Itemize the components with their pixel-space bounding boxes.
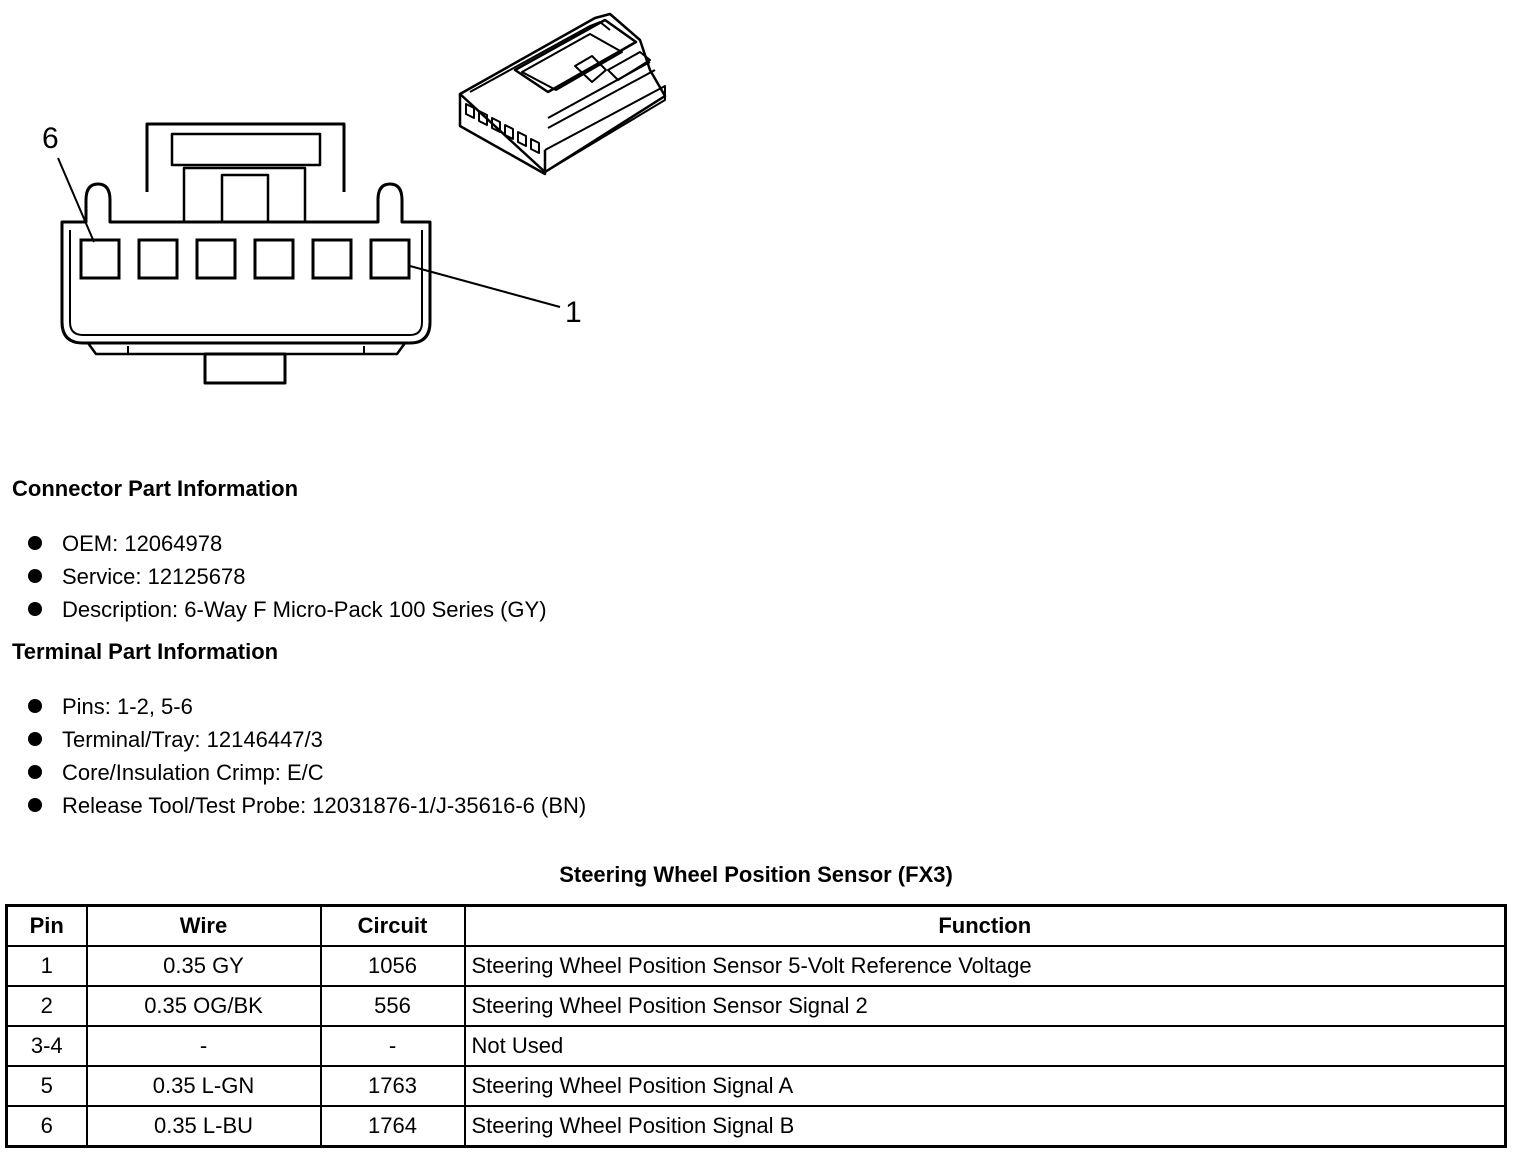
table-row: 6 0.35 L-BU 1764 Steering Wheel Position… <box>5 1105 1507 1148</box>
callout-leader-1 <box>409 265 561 308</box>
connector-part-info-heading: Connector Part Information <box>12 476 299 501</box>
wire-cell: 0.35 L-GN <box>85 1065 322 1107</box>
table-row: 2 0.35 OG/BK 556 Steering Wheel Position… <box>5 985 1507 1027</box>
cavity-4 <box>195 238 237 280</box>
wire-cell: 0.35 L-BU <box>85 1105 322 1148</box>
list-item: Description: 6-Way F Micro-Pack 100 Seri… <box>28 593 547 626</box>
bullet-icon <box>28 602 42 617</box>
bullet-icon <box>28 569 42 584</box>
terminal-cavities <box>79 238 411 280</box>
connector-face-view <box>60 122 432 385</box>
pinout-table: Pin Wire Circuit Function 1 0.35 GY 1056… <box>5 904 1507 1148</box>
pin-cell: 1 <box>5 945 88 987</box>
bullet-icon <box>28 798 42 813</box>
list-item-text: Core/Insulation Crimp: E/C <box>62 760 324 785</box>
table-row: 5 0.35 L-GN 1763 Steering Wheel Position… <box>5 1065 1507 1107</box>
pinout-table-title: Steering Wheel Position Sensor (FX3) <box>559 862 953 887</box>
list-item-text: Description: 6-Way F Micro-Pack 100 Seri… <box>62 597 547 622</box>
connector-part-info-list: OEM: 12064978 Service: 12125678 Descript… <box>28 527 547 626</box>
circuit-cell: 1763 <box>319 1065 466 1107</box>
list-item: Terminal/Tray: 12146447/3 <box>28 723 586 756</box>
function-cell: Steering Wheel Position Signal B <box>463 1105 1507 1148</box>
cavity-5 <box>137 238 179 280</box>
circuit-cell: - <box>319 1025 466 1067</box>
list-item-text: Terminal/Tray: 12146447/3 <box>62 727 323 752</box>
table-header-row: Pin Wire Circuit Function <box>5 904 1507 947</box>
bullet-icon <box>28 765 42 780</box>
pin-cell: 2 <box>5 985 88 1027</box>
list-item: Release Tool/Test Probe: 12031876-1/J-35… <box>28 789 586 822</box>
pin-cell: 6 <box>5 1105 88 1148</box>
callout-pin-1: 1 <box>565 296 582 329</box>
bullet-icon <box>28 699 42 714</box>
list-item: Pins: 1-2, 5-6 <box>28 690 586 723</box>
cavity-3 <box>253 238 295 280</box>
list-item-text: Service: 12125678 <box>62 564 246 589</box>
wire-cell: 0.35 OG/BK <box>85 985 322 1027</box>
table-row: 3-4 - - Not Used <box>5 1025 1507 1067</box>
pin-cell: 5 <box>5 1065 88 1107</box>
bullet-icon <box>28 732 42 747</box>
pin-cell: 3-4 <box>5 1025 88 1067</box>
column-header-function: Function <box>463 904 1507 947</box>
list-item: Service: 12125678 <box>28 560 547 593</box>
list-item-text: OEM: 12064978 <box>62 531 223 556</box>
column-header-wire: Wire <box>85 904 322 947</box>
wire-cell: 0.35 GY <box>85 945 322 987</box>
connector-diagram: 6 1 <box>42 12 667 385</box>
terminal-part-info-heading: Terminal Part Information <box>12 639 279 664</box>
column-header-pin: Pin <box>5 904 88 947</box>
callout-pin-6: 6 <box>42 122 59 155</box>
circuit-cell: 556 <box>319 985 466 1027</box>
list-item-text: Release Tool/Test Probe: 12031876-1/J-35… <box>62 793 587 818</box>
function-cell: Steering Wheel Position Signal A <box>463 1065 1507 1107</box>
callout-leader-6 <box>57 157 95 243</box>
cavity-2 <box>311 238 353 280</box>
function-cell: Not Used <box>463 1025 1507 1067</box>
circuit-cell: 1056 <box>319 945 466 987</box>
function-cell: Steering Wheel Position Sensor 5-Volt Re… <box>463 945 1507 987</box>
list-item-text: Pins: 1-2, 5-6 <box>62 694 193 719</box>
column-header-circuit: Circuit <box>319 904 466 947</box>
bullet-icon <box>28 536 42 551</box>
list-item: Core/Insulation Crimp: E/C <box>28 756 586 789</box>
list-item: OEM: 12064978 <box>28 527 547 560</box>
cavity-6 <box>79 238 121 280</box>
terminal-part-info-list: Pins: 1-2, 5-6 Terminal/Tray: 12146447/3… <box>28 690 586 822</box>
cavity-1 <box>369 238 411 280</box>
circuit-cell: 1764 <box>319 1105 466 1148</box>
connector-isometric-view <box>458 12 667 176</box>
function-cell: Steering Wheel Position Sensor Signal 2 <box>463 985 1507 1027</box>
table-row: 1 0.35 GY 1056 Steering Wheel Position S… <box>5 945 1507 987</box>
wire-cell: - <box>85 1025 322 1067</box>
